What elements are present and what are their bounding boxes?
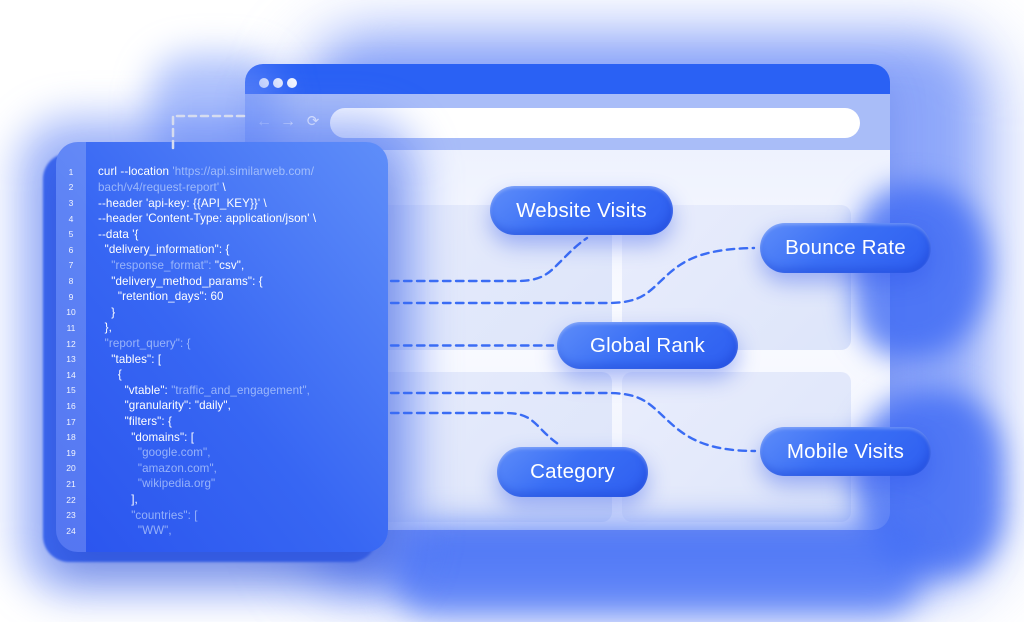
- code-line: 24 "WW",: [56, 523, 388, 539]
- code-line-text: }: [98, 305, 116, 319]
- code-line: 14 {: [56, 367, 388, 383]
- line-number: 14: [66, 369, 76, 380]
- code-line-text: ],: [98, 493, 138, 507]
- line-number: 4: [68, 213, 74, 224]
- browser-titlebar: [245, 64, 890, 94]
- code-line: 16 "granularity": "daily",: [56, 398, 388, 414]
- line-number: 15: [66, 385, 76, 396]
- code-line-text: "delivery_information": {: [98, 243, 230, 257]
- code-line-text: curl --location 'https://api.similarweb.…: [98, 165, 315, 179]
- code-line: 9 "retention_days": 60: [56, 289, 388, 305]
- code-line-text: {: [98, 368, 122, 382]
- pill-label: Website Visits: [516, 198, 647, 222]
- code-content: 1 curl --location 'https://api.similarweb…: [56, 164, 388, 539]
- code-line-text: bach/v4/request-report' \: [98, 180, 226, 194]
- pill-label: Global Rank: [589, 333, 705, 357]
- line-number: 9: [68, 291, 74, 302]
- line-number: 24: [66, 525, 76, 536]
- metric-pill-bounce-rate[interactable]: Bounce Rate: [760, 223, 931, 273]
- line-number: 16: [66, 400, 76, 411]
- pill-label: Category: [530, 460, 615, 483]
- code-line-text: "delivery_method_params": {: [98, 274, 263, 288]
- line-number: 10: [66, 307, 76, 318]
- metric-pill-global-rank[interactable]: Global Rank: [557, 322, 738, 369]
- code-line: 10 }: [56, 304, 388, 320]
- pill-label: Mobile Visits: [786, 439, 905, 463]
- code-line-text: --data '{: [98, 227, 139, 241]
- code-line-text: "wikipedia.org": [98, 477, 216, 491]
- code-line: 13 "tables": [: [56, 351, 388, 367]
- code-line: 4 --header 'Content-Type: application/jso…: [56, 211, 388, 227]
- code-line-text: "vtable": "traffic_and_engagement",: [98, 383, 310, 397]
- address-bar[interactable]: [330, 108, 860, 138]
- back-icon[interactable]: ←: [256, 113, 272, 130]
- line-number: 23: [66, 510, 76, 521]
- code-line: 15 "vtable": "traffic_and_engagement",: [56, 383, 388, 399]
- line-number: 19: [66, 447, 76, 458]
- line-number: 22: [66, 494, 76, 505]
- code-line: 11 },: [56, 320, 388, 336]
- code-line: 19 "google.com",: [56, 445, 388, 461]
- code-line-text: "report_query": {: [98, 337, 191, 350]
- code-line: 1 curl --location 'https://api.similarweb…: [56, 164, 388, 180]
- code-line: 17 "filters": {: [56, 414, 388, 430]
- code-line: 22 ],: [56, 492, 388, 508]
- window-control-dot[interactable]: [259, 78, 269, 88]
- window-control-dot[interactable]: [287, 78, 297, 88]
- code-line-text: "amazon.com",: [98, 461, 217, 475]
- pill-label: Bounce Rate: [785, 236, 906, 259]
- code-line-text: --header 'Content-Type: application/json…: [98, 212, 317, 226]
- code-line: 6 "delivery_information": {: [56, 242, 388, 258]
- line-number: 12: [66, 338, 76, 349]
- line-number: 21: [66, 478, 76, 489]
- forward-icon[interactable]: →: [280, 113, 296, 130]
- code-line-text: "granularity": "daily",: [98, 399, 231, 413]
- code-line-text: --header 'api-key: {{API_KEY}}' \: [98, 196, 267, 210]
- metric-pill-website-visits[interactable]: Website Visits: [490, 186, 673, 235]
- window-controls: [259, 78, 297, 88]
- code-line-text: "countries": [: [98, 508, 198, 522]
- line-number: 6: [68, 244, 74, 255]
- line-number: 1: [68, 166, 74, 177]
- code-line: 20 "amazon.com",: [56, 461, 388, 477]
- code-line: 2 bach/v4/request-report' \: [56, 180, 388, 196]
- line-number: 13: [66, 354, 76, 365]
- reload-icon[interactable]: ⟳: [306, 113, 320, 130]
- code-line-text: "retention_days": 60: [98, 290, 224, 304]
- line-number: 2: [68, 182, 74, 193]
- line-number: 5: [68, 229, 74, 240]
- code-line-text: "filters": {: [98, 415, 173, 429]
- code-editor-window: 1 curl --location 'https://api.similarweb…: [56, 142, 388, 552]
- code-line-text: "google.com",: [98, 446, 211, 460]
- line-number: 17: [66, 416, 76, 427]
- paint-wash: [392, 524, 922, 616]
- line-number: 8: [68, 276, 74, 287]
- code-line-text: "response_format": "csv",: [98, 258, 245, 272]
- code-line: 5 --data '{: [56, 226, 388, 242]
- code-line: 23 "countries": [: [56, 507, 388, 523]
- code-line: 3 --header 'api-key: {{API_KEY}}' \: [56, 195, 388, 211]
- line-number: 3: [68, 198, 74, 209]
- code-line-text: "domains": [: [98, 430, 195, 444]
- code-line: 12 "report_query": {: [56, 336, 388, 352]
- code-line: 18 "domains": [: [56, 429, 388, 445]
- metric-pill-category[interactable]: Category: [497, 447, 648, 497]
- code-line-text: },: [98, 321, 112, 335]
- window-control-dot[interactable]: [273, 78, 283, 88]
- code-line-text: "tables": [: [98, 352, 162, 366]
- line-number: 18: [66, 432, 76, 443]
- line-number: 11: [66, 322, 76, 333]
- line-number: 20: [66, 463, 76, 474]
- code-line: 7 "response_format": "csv",: [56, 258, 388, 274]
- metric-pill-mobile-visits[interactable]: Mobile Visits: [760, 427, 931, 476]
- code-line: 8 "delivery_method_params": {: [56, 273, 388, 289]
- code-line: 21 "wikipedia.org": [56, 476, 388, 492]
- line-number: 7: [68, 260, 74, 271]
- code-line-text: "WW",: [98, 524, 172, 538]
